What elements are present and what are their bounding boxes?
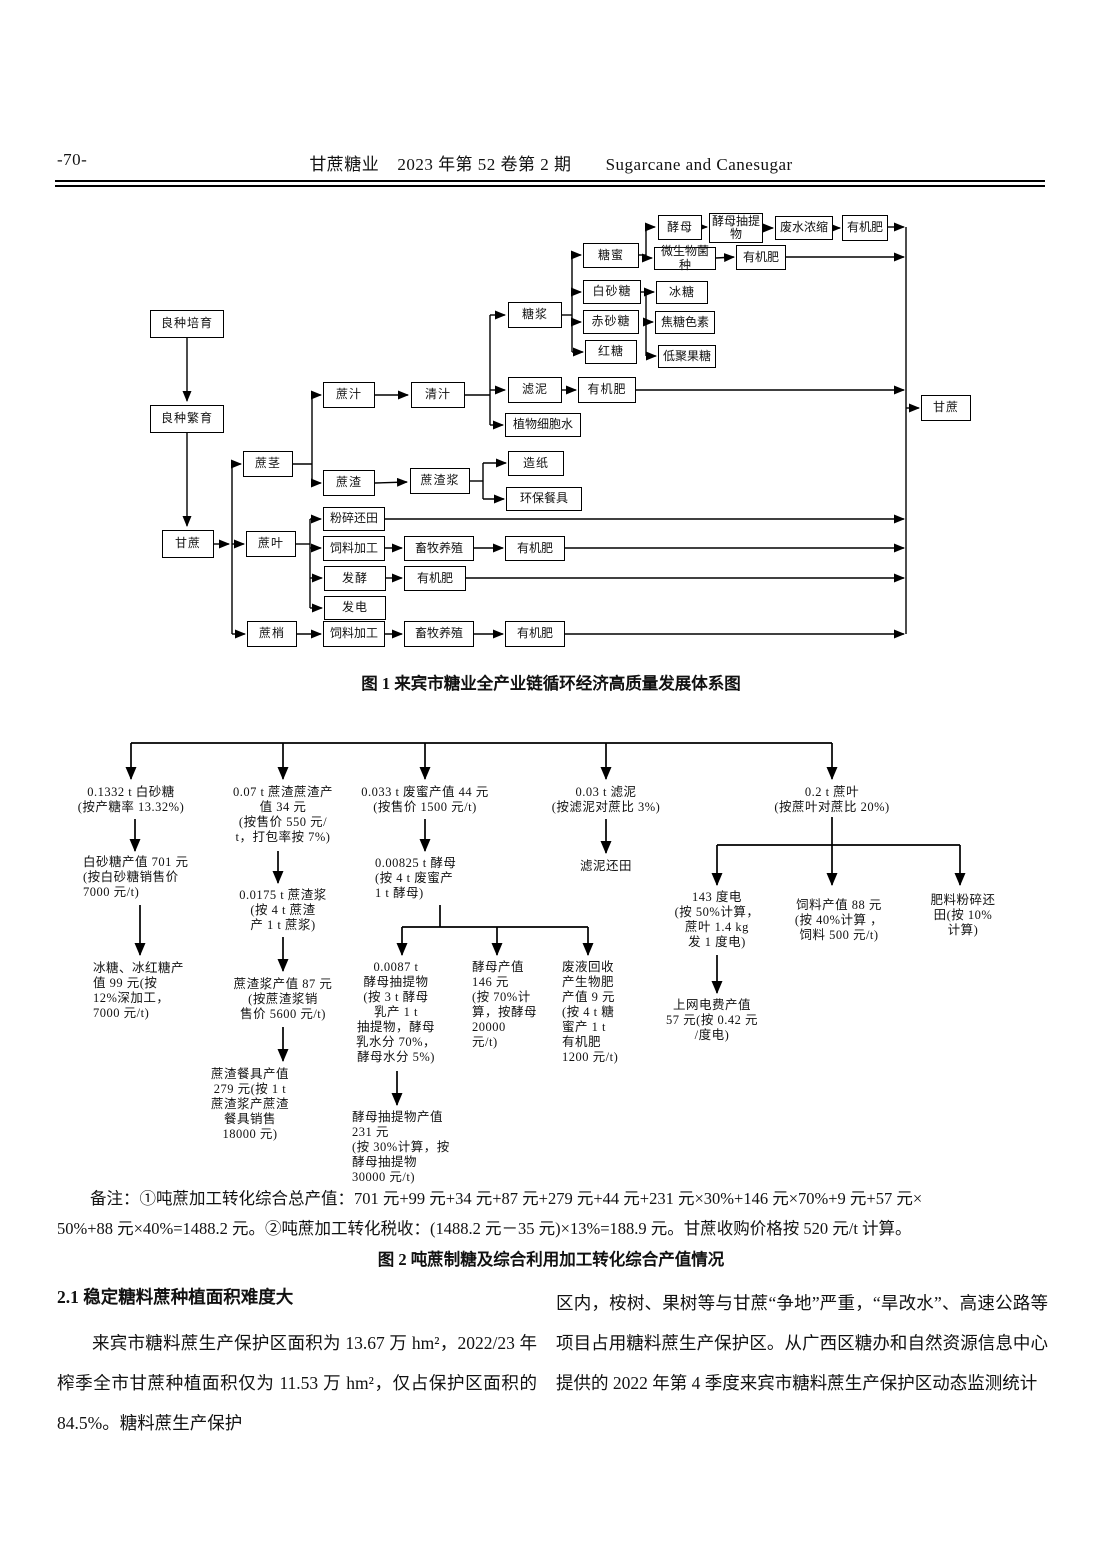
figure1-arrows xyxy=(182,222,920,639)
fig1-node-red-sugar: 红糖 xyxy=(585,340,637,364)
page-number: -70- xyxy=(57,150,88,169)
fig2-node-white-sugar-value: 白砂糖产值 701 元 (按白砂糖销售价 7000 元/t) xyxy=(83,855,189,899)
body-left-paragraph: 来宾市糖料蔗生产保护区面积为 13.67 万 hm²，2022/23 年榨季全市… xyxy=(57,1333,537,1433)
fig1-node-white-sugar: 白砂糖 xyxy=(583,280,641,304)
figure2-arrows xyxy=(125,742,966,1106)
fig1-node-bagasse-pulp: 蔗渣浆 xyxy=(410,468,470,494)
fig1-node-wastewater-concentrate: 废水浓缩 xyxy=(775,216,833,240)
fig1-node-seed-breeding: 良种培育 xyxy=(150,310,224,338)
fig2-node-molasses-head: 0.033 t 废蜜产值 44 元 (按售价 1500 元/t) xyxy=(361,785,489,814)
fig1-node-cane-tip: 蔗梢 xyxy=(247,621,297,647)
fig1-node-feed-processing-leaf: 饲料加工 xyxy=(323,536,385,561)
figure2-flowchart: 0.1332 t 白砂糖 (按产糖率 13.32%) 0.07 t 蔗渣蔗渣产 … xyxy=(60,735,1060,1185)
fig1-node-plant-cell-water: 植物细胞水 xyxy=(505,413,581,437)
fig1-node-molasses: 糖蜜 xyxy=(583,243,639,268)
fig1-node-yeast-extract: 酵母抽提物 xyxy=(709,213,763,243)
fig1-node-microbial-strain: 微生物菌种 xyxy=(654,244,716,271)
fig1-node-clear-juice: 清汁 xyxy=(411,382,465,408)
figure1-flowchart: 良种培育 良种繁育 甘蔗 蔗茎 蔗叶 蔗梢 蔗汁 清汁 糖浆 滤泥 有机肥 植物… xyxy=(140,205,1020,670)
fig1-node-livestock-fertilizer-leaf: 有机肥 xyxy=(505,536,565,561)
fig2-node-cane-leaf-head: 0.2 t 蔗叶 (按蔗叶对蔗比 20%) xyxy=(774,785,890,814)
fig2-node-rock-sugar-value: 冰糖、冰红糖产 值 99 元(按 12%深加工， 7000 元/t) xyxy=(93,961,185,1020)
fig2-node-yeast: 0.00825 t 酵母 (按 4 t 废蜜产 1 t 酵母) xyxy=(375,856,457,900)
body-right-paragraph: 区内，桉树、果树等与甘蔗“争地”严重，“旱改水”、高速公路等项目占用糖料蔗生产保… xyxy=(556,1293,1048,1393)
figure2-caption: 图 2 吨蔗制糖及综合利用加工转化综合产值情况 xyxy=(377,1250,725,1269)
fig2-node-feed-value: 饲料产值 88 元 (按 40%计算 ， 饲料 500 元/t) xyxy=(794,898,884,942)
fig1-node-caramel-color: 焦糖色素 xyxy=(655,311,715,334)
fig2-node-bagasse-pulp: 0.0175 t 蔗渣浆 (按 4 t 蔗渣 产 1 t 蔗浆) xyxy=(239,888,327,932)
fig2-node-mud-return: 滤泥还田 xyxy=(579,859,633,873)
fig1-node-syrup: 糖浆 xyxy=(508,302,562,328)
fig1-node-fermentation-fertilizer: 有机肥 xyxy=(404,566,466,591)
fig2-node-tableware-value: 蔗渣餐具产值 279 元(按 1 t 蔗渣浆产蔗渣 餐具销售 18000 元) xyxy=(210,1067,290,1141)
journal-title: 甘蔗糖业 xyxy=(309,155,380,174)
fig1-node-mud-fertilizer: 有机肥 xyxy=(578,377,636,403)
fig1-node-cane-juice: 蔗汁 xyxy=(323,382,375,408)
body-left-column: 2.1 稳定糖料蔗种植面积难度大 来宾市糖料蔗生产保护区面积为 13.67 万 … xyxy=(57,1283,537,1443)
fig2-node-electricity: 143 度电 (按 50%计算， 蔗叶 1.4 kg 发 1 度电) xyxy=(674,890,760,949)
fig2-node-fertilizer-return: 肥料粉碎还 田(按 10% 计算) xyxy=(930,893,996,937)
fig1-node-cane-stem: 蔗茎 xyxy=(243,451,293,477)
fig2-node-grid-fee-value: 上网电费产值 57 元(按 0.42 元 /度电) xyxy=(666,998,758,1042)
section-heading: 2.1 稳定糖料蔗种植面积难度大 xyxy=(57,1287,294,1307)
fig2-node-yeast-extract-value: 酵母抽提物产值 231 元 (按 30%计算，按 酵母抽提物 30000 元/t… xyxy=(352,1110,450,1184)
fig2-node-yeast-extract: 0.0087 t 酵母抽提物 (按 3 t 酵母 乳产 1 t 抽提物，酵母 乳… xyxy=(355,960,437,1064)
figure1-caption: 图 1 来宾市糖业全产业链循环经济高质量发展体系图 xyxy=(361,674,741,693)
issue-info: 2023 年第 52 卷第 2 期 xyxy=(397,155,572,174)
page-header: 甘蔗糖业 2023 年第 52 卷第 2 期 Sugarcane and Canes… xyxy=(0,150,1102,175)
fig2-node-yeast-value: 酵母产值 146 元 (按 70%计 算，按酵母 20000 元/t) xyxy=(472,960,538,1049)
fig1-node-fermentation: 发酵 xyxy=(324,566,386,591)
fig1-node-seed-propagation: 良种繁育 xyxy=(150,405,224,433)
fig1-node-power-generation: 发电 xyxy=(324,596,386,620)
fig1-node-feed-processing-tip: 饲料加工 xyxy=(323,621,385,647)
fig2-node-waste-liquid-fertilizer: 废液回收 产生物肥 产值 9 元 (按 4 t 糖 蜜产 1 t 有机肥 120… xyxy=(562,960,619,1064)
fig1-node-livestock-tip: 畜牧养殖 xyxy=(404,621,474,647)
header-rule-top xyxy=(55,180,1045,182)
body-right-column: 区内，桉树、果树等与甘蔗“争地”严重，“旱改水”、高速公路等项目占用糖料蔗生产保… xyxy=(556,1283,1048,1403)
fig1-node-livestock-fertilizer-tip: 有机肥 xyxy=(505,621,565,647)
header-rule-bottom xyxy=(55,185,1045,187)
fig1-node-filter-mud: 滤泥 xyxy=(508,377,562,403)
fig1-node-sugarcane: 甘蔗 xyxy=(162,530,214,558)
fig1-node-livestock-leaf: 畜牧养殖 xyxy=(404,536,474,561)
fig1-node-rock-sugar: 冰糖 xyxy=(656,281,708,304)
fig1-node-sugarcane-return: 甘蔗 xyxy=(921,395,971,421)
figure2-note: 备注：①吨蔗加工转化综合总产值：701 元+99 元+34 元+87 元+279… xyxy=(57,1189,923,1238)
fig1-node-bagasse: 蔗渣 xyxy=(323,470,375,496)
fig1-node-strain-fertilizer: 有机肥 xyxy=(736,245,786,270)
fig1-node-eco-tableware: 环保餐具 xyxy=(506,487,582,511)
fig1-node-yeast: 酵母 xyxy=(658,215,702,240)
fig1-node-yeast-fertilizer: 有机肥 xyxy=(842,215,888,241)
fig2-node-bagasse-head: 0.07 t 蔗渣蔗渣产 值 34 元 (按售价 550 元/ t，打包率按 7… xyxy=(232,785,334,844)
fig2-node-filter-mud-head: 0.03 t 滤泥 (按滤泥对蔗比 3%) xyxy=(551,785,661,814)
fig1-node-cane-leaf: 蔗叶 xyxy=(246,531,296,557)
fig1-node-brown-sugar: 赤砂糖 xyxy=(583,310,639,334)
fig2-node-white-sugar-head: 0.1332 t 白砂糖 (按产糖率 13.32%) xyxy=(77,785,185,814)
fig1-node-crush-return: 粉碎还田 xyxy=(323,507,385,531)
journal-title-en: Sugarcane and Canesugar xyxy=(605,155,793,174)
fig1-node-fos: 低聚果糖 xyxy=(658,345,716,368)
fig2-node-bagasse-pulp-value: 蔗渣浆产值 87 元 (按蔗渣浆销 售价 5600 元/t) xyxy=(233,977,333,1021)
fig1-node-papermaking: 造纸 xyxy=(508,451,564,476)
